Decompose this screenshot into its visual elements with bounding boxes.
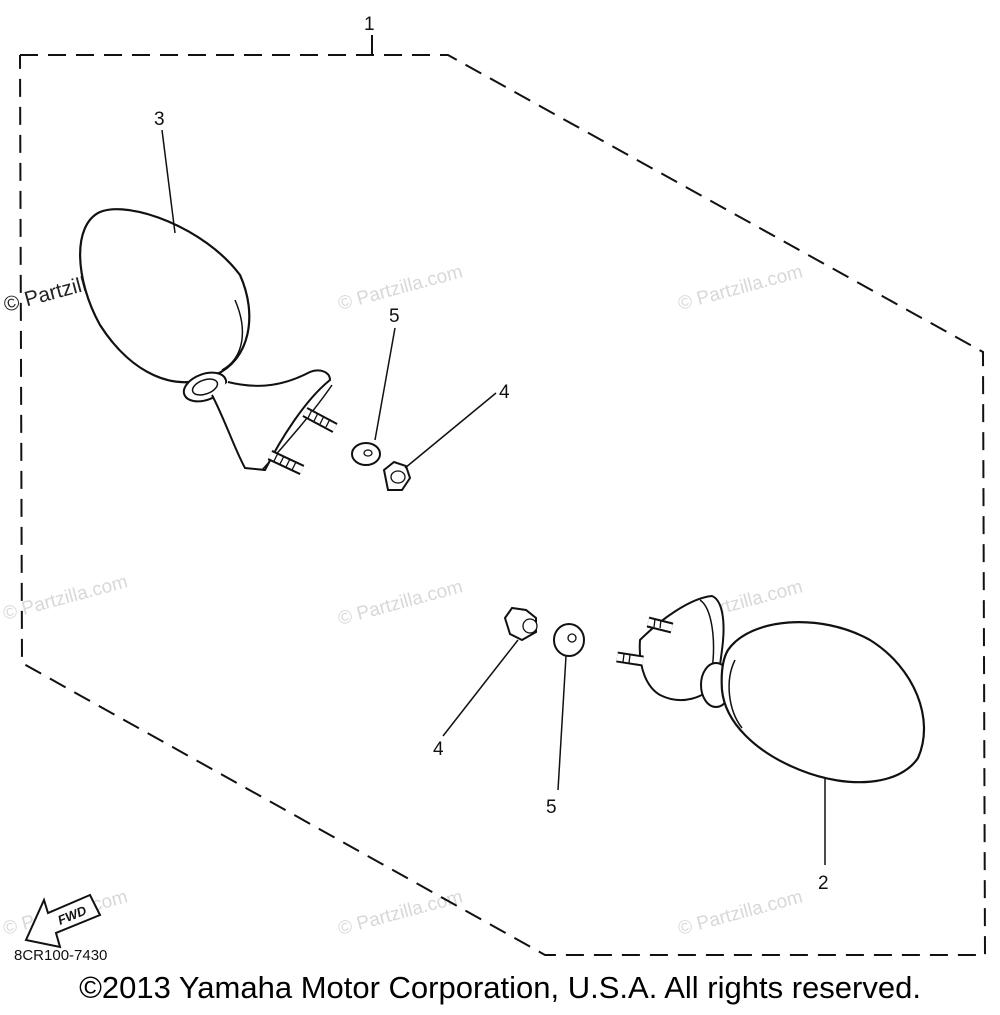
callout-5-top: 5 xyxy=(389,306,400,327)
washer-bottom xyxy=(553,623,585,657)
watermark: © Partzilla.com xyxy=(336,886,465,939)
callout-line-4-top xyxy=(404,392,497,469)
callout-line-5-bottom xyxy=(557,655,567,791)
watermark: © Partzilla.com xyxy=(336,261,465,314)
washer-top xyxy=(351,442,381,466)
callout-line-5-top xyxy=(374,327,396,441)
watermark: © Partzilla.com xyxy=(336,576,465,629)
callout-3: 3 xyxy=(154,109,165,130)
mounting-stud xyxy=(267,450,305,475)
mirror-assembly-diagram: © Partzilla.com © Partzilla.com © Partzi… xyxy=(1,14,987,964)
callout-5-bottom: 5 xyxy=(546,797,557,818)
watermark: © Partzilla.com xyxy=(676,261,805,314)
copyright-notice: ©2013 Yamaha Motor Corporation, U.S.A. A… xyxy=(79,970,921,1005)
mirror-right xyxy=(616,594,926,784)
watermark-layer: © Partzilla.com © Partzilla.com © Partzi… xyxy=(1,258,805,940)
callout-4-bottom: 4 xyxy=(433,739,444,760)
mounting-stud xyxy=(616,651,644,667)
assembly-boundary xyxy=(19,54,987,956)
watermark: © Partzilla.com xyxy=(676,886,805,939)
mounting-stud xyxy=(646,616,674,634)
mirror-left xyxy=(79,208,338,475)
mounting-stud xyxy=(302,407,338,433)
callout-2: 2 xyxy=(818,873,829,894)
nut-top xyxy=(382,460,412,491)
callout-line-4-bottom xyxy=(442,639,519,737)
fwd-arrow-icon: FWD xyxy=(24,893,102,949)
nut-bottom xyxy=(503,606,538,642)
callout-line-3 xyxy=(161,129,176,234)
diagram-code: 8CR100-7430 xyxy=(14,947,107,964)
callout-1: 1 xyxy=(364,14,375,35)
watermark: © Partzilla.com xyxy=(1,571,130,624)
callout-4-top: 4 xyxy=(499,382,510,403)
